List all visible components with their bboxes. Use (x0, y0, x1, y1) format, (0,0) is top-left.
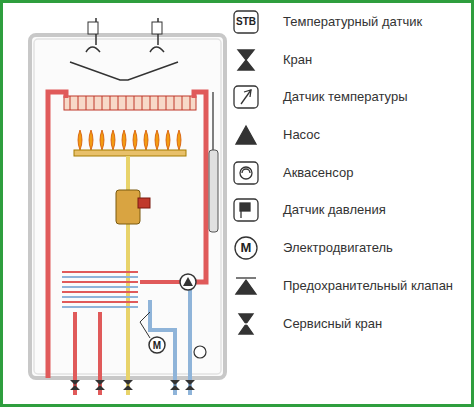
legend-text: Кран (283, 52, 312, 68)
legend-text: Датчик давления (283, 202, 386, 218)
motor-letter: M (236, 241, 256, 255)
return-pipe (150, 282, 190, 395)
flow-pipe (48, 92, 66, 378)
flow-pipe (194, 92, 206, 282)
legend-text: Электродвигатель (283, 240, 393, 256)
gas-valve (116, 190, 140, 224)
heat-exchanger (64, 96, 196, 110)
outlet-pipe (75, 312, 100, 395)
legend-text: Насос (283, 127, 320, 143)
temp-sensor (88, 22, 98, 34)
tank-pipe (212, 92, 214, 150)
burner-manifold (74, 150, 186, 156)
motor-letter: M (148, 339, 166, 352)
flue-hood (70, 18, 178, 80)
legend-text: Предохранительный клапан (283, 278, 453, 294)
plate-exchanger (62, 272, 138, 307)
exchanger-fins (70, 96, 190, 110)
pump-symbol (183, 277, 193, 286)
pressure-sensor (194, 346, 206, 358)
legend-icons (234, 11, 258, 334)
gas-valve-coil (138, 198, 150, 208)
expansion-tank (209, 150, 218, 232)
service-valves (70, 380, 195, 390)
legend-text: Сервисный кран (283, 316, 382, 332)
legend-text: Температурный датчик (283, 14, 422, 30)
pump-symbol (180, 274, 196, 290)
symbol-code: STB (234, 15, 258, 29)
flow-pipe (140, 280, 180, 284)
temp-sensor (152, 22, 162, 34)
motor-link (140, 312, 150, 338)
burner-flames (78, 130, 181, 150)
motor-symbol (149, 337, 165, 353)
legend-text: Аквасенсор (283, 165, 353, 181)
legend-text: Датчик температуры (283, 89, 407, 105)
